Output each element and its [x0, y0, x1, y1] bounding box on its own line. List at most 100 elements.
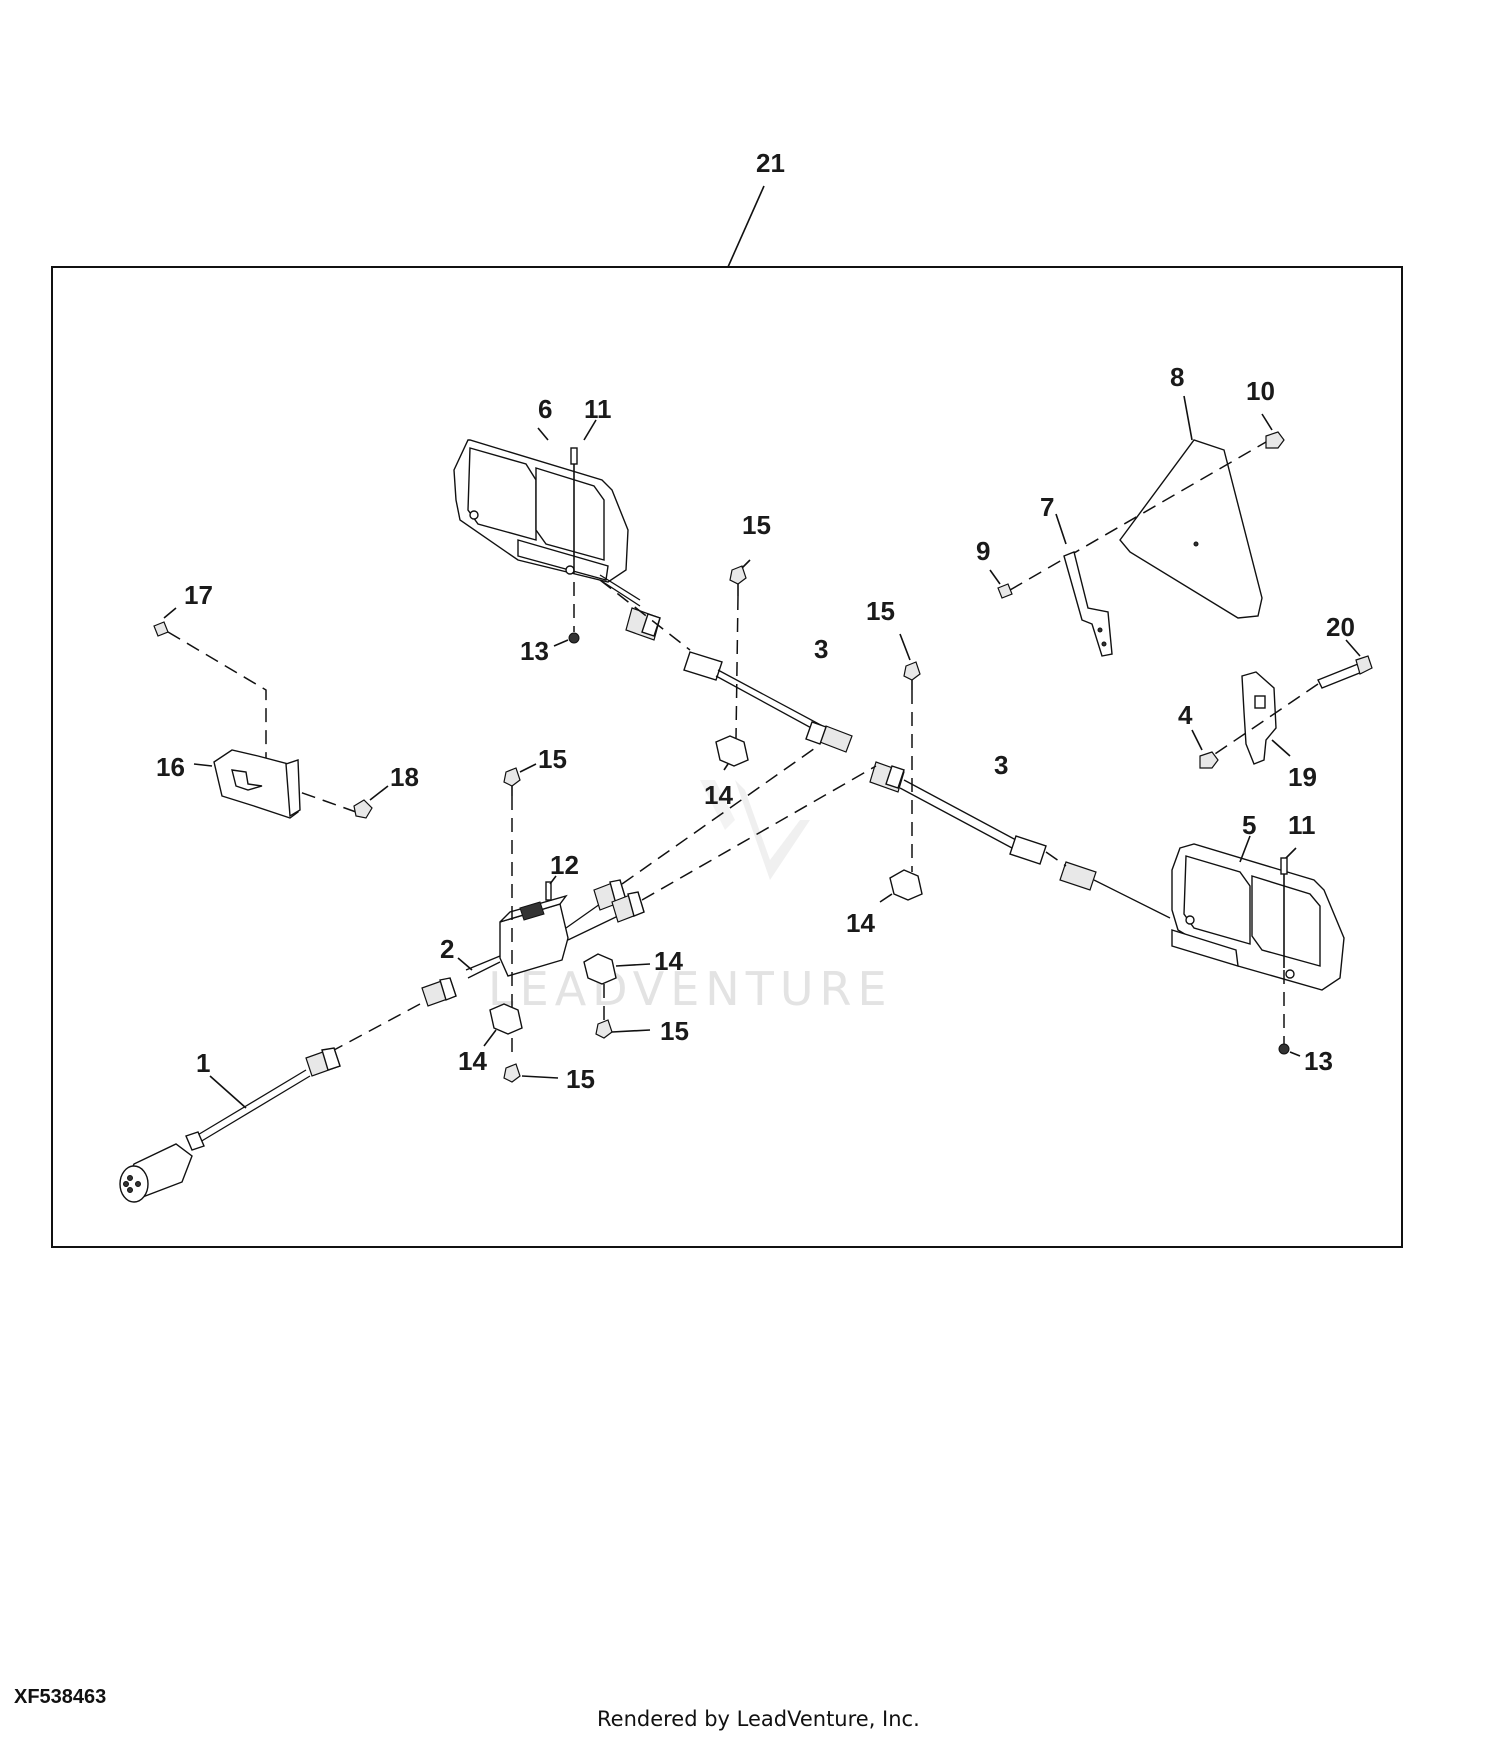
- dash-17-18: [167, 631, 357, 813]
- leader-14-upper-mid: [723, 763, 729, 771]
- callout-11-upper: 11: [584, 394, 612, 424]
- callout-21: 21: [756, 148, 785, 178]
- harness-1: [119, 1047, 341, 1203]
- callout-16: 16: [156, 752, 185, 782]
- leader-15-left-upper: [519, 763, 537, 773]
- leader-15-left-lower: [521, 1075, 559, 1079]
- dash-junction-lower: [641, 765, 877, 901]
- leader-15-right-mid: [899, 633, 911, 661]
- bracket-16: [213, 749, 301, 819]
- callout-3-lower: 3: [994, 750, 1008, 780]
- connector-upper-a: [625, 607, 661, 641]
- callout-8: 8: [1170, 362, 1184, 392]
- callout-15-upper-mid: 15: [742, 510, 771, 540]
- clamp-14-upper-mid: [715, 735, 749, 767]
- callout-5: 5: [1242, 810, 1256, 840]
- callout-14-right-mid: 14: [846, 908, 875, 938]
- assembly-frame: [51, 266, 1403, 1248]
- leader-11-upper: [583, 419, 597, 441]
- leader-7: [1055, 513, 1067, 545]
- callout-3-upper: 3: [814, 634, 828, 664]
- leader-4: [1191, 729, 1203, 751]
- callout-6: 6: [538, 394, 552, 424]
- clamp-14-center: [583, 953, 617, 985]
- dash-junction-upper: [621, 745, 819, 885]
- leader-8: [1183, 395, 1193, 441]
- harness-3-upper: [683, 651, 853, 753]
- leader-9: [989, 569, 1001, 585]
- leader-15-center: [611, 1029, 651, 1033]
- callout-12: 12: [550, 850, 579, 880]
- leader-16: [193, 763, 213, 767]
- rendered-by-footer: Rendered by LeadVenture, Inc.: [597, 1707, 920, 1731]
- leader-13-lower: [1289, 1051, 1301, 1057]
- dash-2-1: [333, 1003, 421, 1051]
- leader-2: [457, 957, 473, 971]
- connector-2-lower: [421, 977, 457, 1007]
- callout-13-upper: 13: [520, 636, 549, 666]
- screw-15-upper-mid: [729, 565, 747, 596]
- screw-12: [545, 881, 552, 901]
- harness-3-lower: [869, 761, 1171, 919]
- bracket-7: [1063, 551, 1113, 657]
- callout-2: 2: [440, 934, 454, 964]
- dash-line-upper: [599, 579, 691, 651]
- leader-14-right-mid: [879, 893, 893, 903]
- leader-10: [1261, 413, 1273, 431]
- leader-1: [209, 1075, 247, 1109]
- leader-18: [369, 785, 389, 801]
- watermark-text: LEADVENTURE: [488, 962, 893, 1016]
- callout-15-center: 15: [660, 1016, 689, 1046]
- callout-14-upper-mid: 14: [704, 780, 733, 810]
- callout-19: 19: [1288, 762, 1317, 792]
- callout-10: 10: [1246, 376, 1275, 406]
- light-bar-5: [1171, 843, 1345, 991]
- dash-harness-junction: [1045, 851, 1067, 867]
- reflector-8: [1119, 439, 1263, 619]
- callout-15-left-lower: 15: [566, 1064, 595, 1094]
- callout-1: 1: [196, 1048, 210, 1078]
- callout-13-lower: 13: [1304, 1046, 1333, 1076]
- bolt-11-upper: [570, 447, 578, 560]
- callout-4: 4: [1178, 700, 1193, 730]
- bolt-20: [1317, 655, 1373, 689]
- callout-15-left-upper: 15: [538, 744, 567, 774]
- screw-15-left-upper: [503, 767, 521, 796]
- light-bar-6: [453, 439, 641, 607]
- leader-19: [1271, 739, 1291, 757]
- leader-12: [549, 875, 557, 885]
- bolt-9: [997, 583, 1013, 599]
- leader-13-upper: [553, 639, 569, 647]
- leader-15-upper-mid: [741, 559, 751, 569]
- leader-6: [537, 427, 549, 441]
- screw-15-left-lower: [503, 1063, 521, 1083]
- callout-17: 17: [184, 580, 213, 610]
- leader-20: [1345, 639, 1361, 657]
- watermark-logo: [700, 780, 810, 880]
- nut-4: [1199, 751, 1219, 769]
- callout-7: 7: [1040, 492, 1054, 522]
- callout-9: 9: [976, 536, 990, 566]
- leader-5: [1239, 835, 1251, 863]
- nut-10: [1265, 431, 1285, 449]
- callout-18: 18: [390, 762, 419, 792]
- nut-13-lower: [1278, 1043, 1290, 1055]
- bracket-19: [1241, 671, 1277, 765]
- junction-box-2: [465, 879, 645, 979]
- bolt-11-lower: [1280, 857, 1288, 968]
- leader-21: [727, 185, 765, 268]
- screw-15-right-mid: [903, 661, 921, 690]
- screw-15-center: [595, 1019, 613, 1039]
- figure-id: XF538463: [14, 1686, 107, 1708]
- clamp-14-right-mid: [889, 869, 923, 901]
- clamp-14-left-lower: [489, 1003, 523, 1035]
- callout-14-center: 14: [654, 946, 683, 976]
- bolt-17: [153, 621, 169, 637]
- callout-14-left-lower: 14: [458, 1046, 487, 1076]
- callout-15-right-mid: 15: [866, 596, 895, 626]
- callout-11-lower: 11: [1288, 810, 1316, 840]
- leader-11-lower: [1285, 847, 1297, 859]
- nut-18: [353, 799, 373, 819]
- nut-13-upper: [568, 632, 580, 644]
